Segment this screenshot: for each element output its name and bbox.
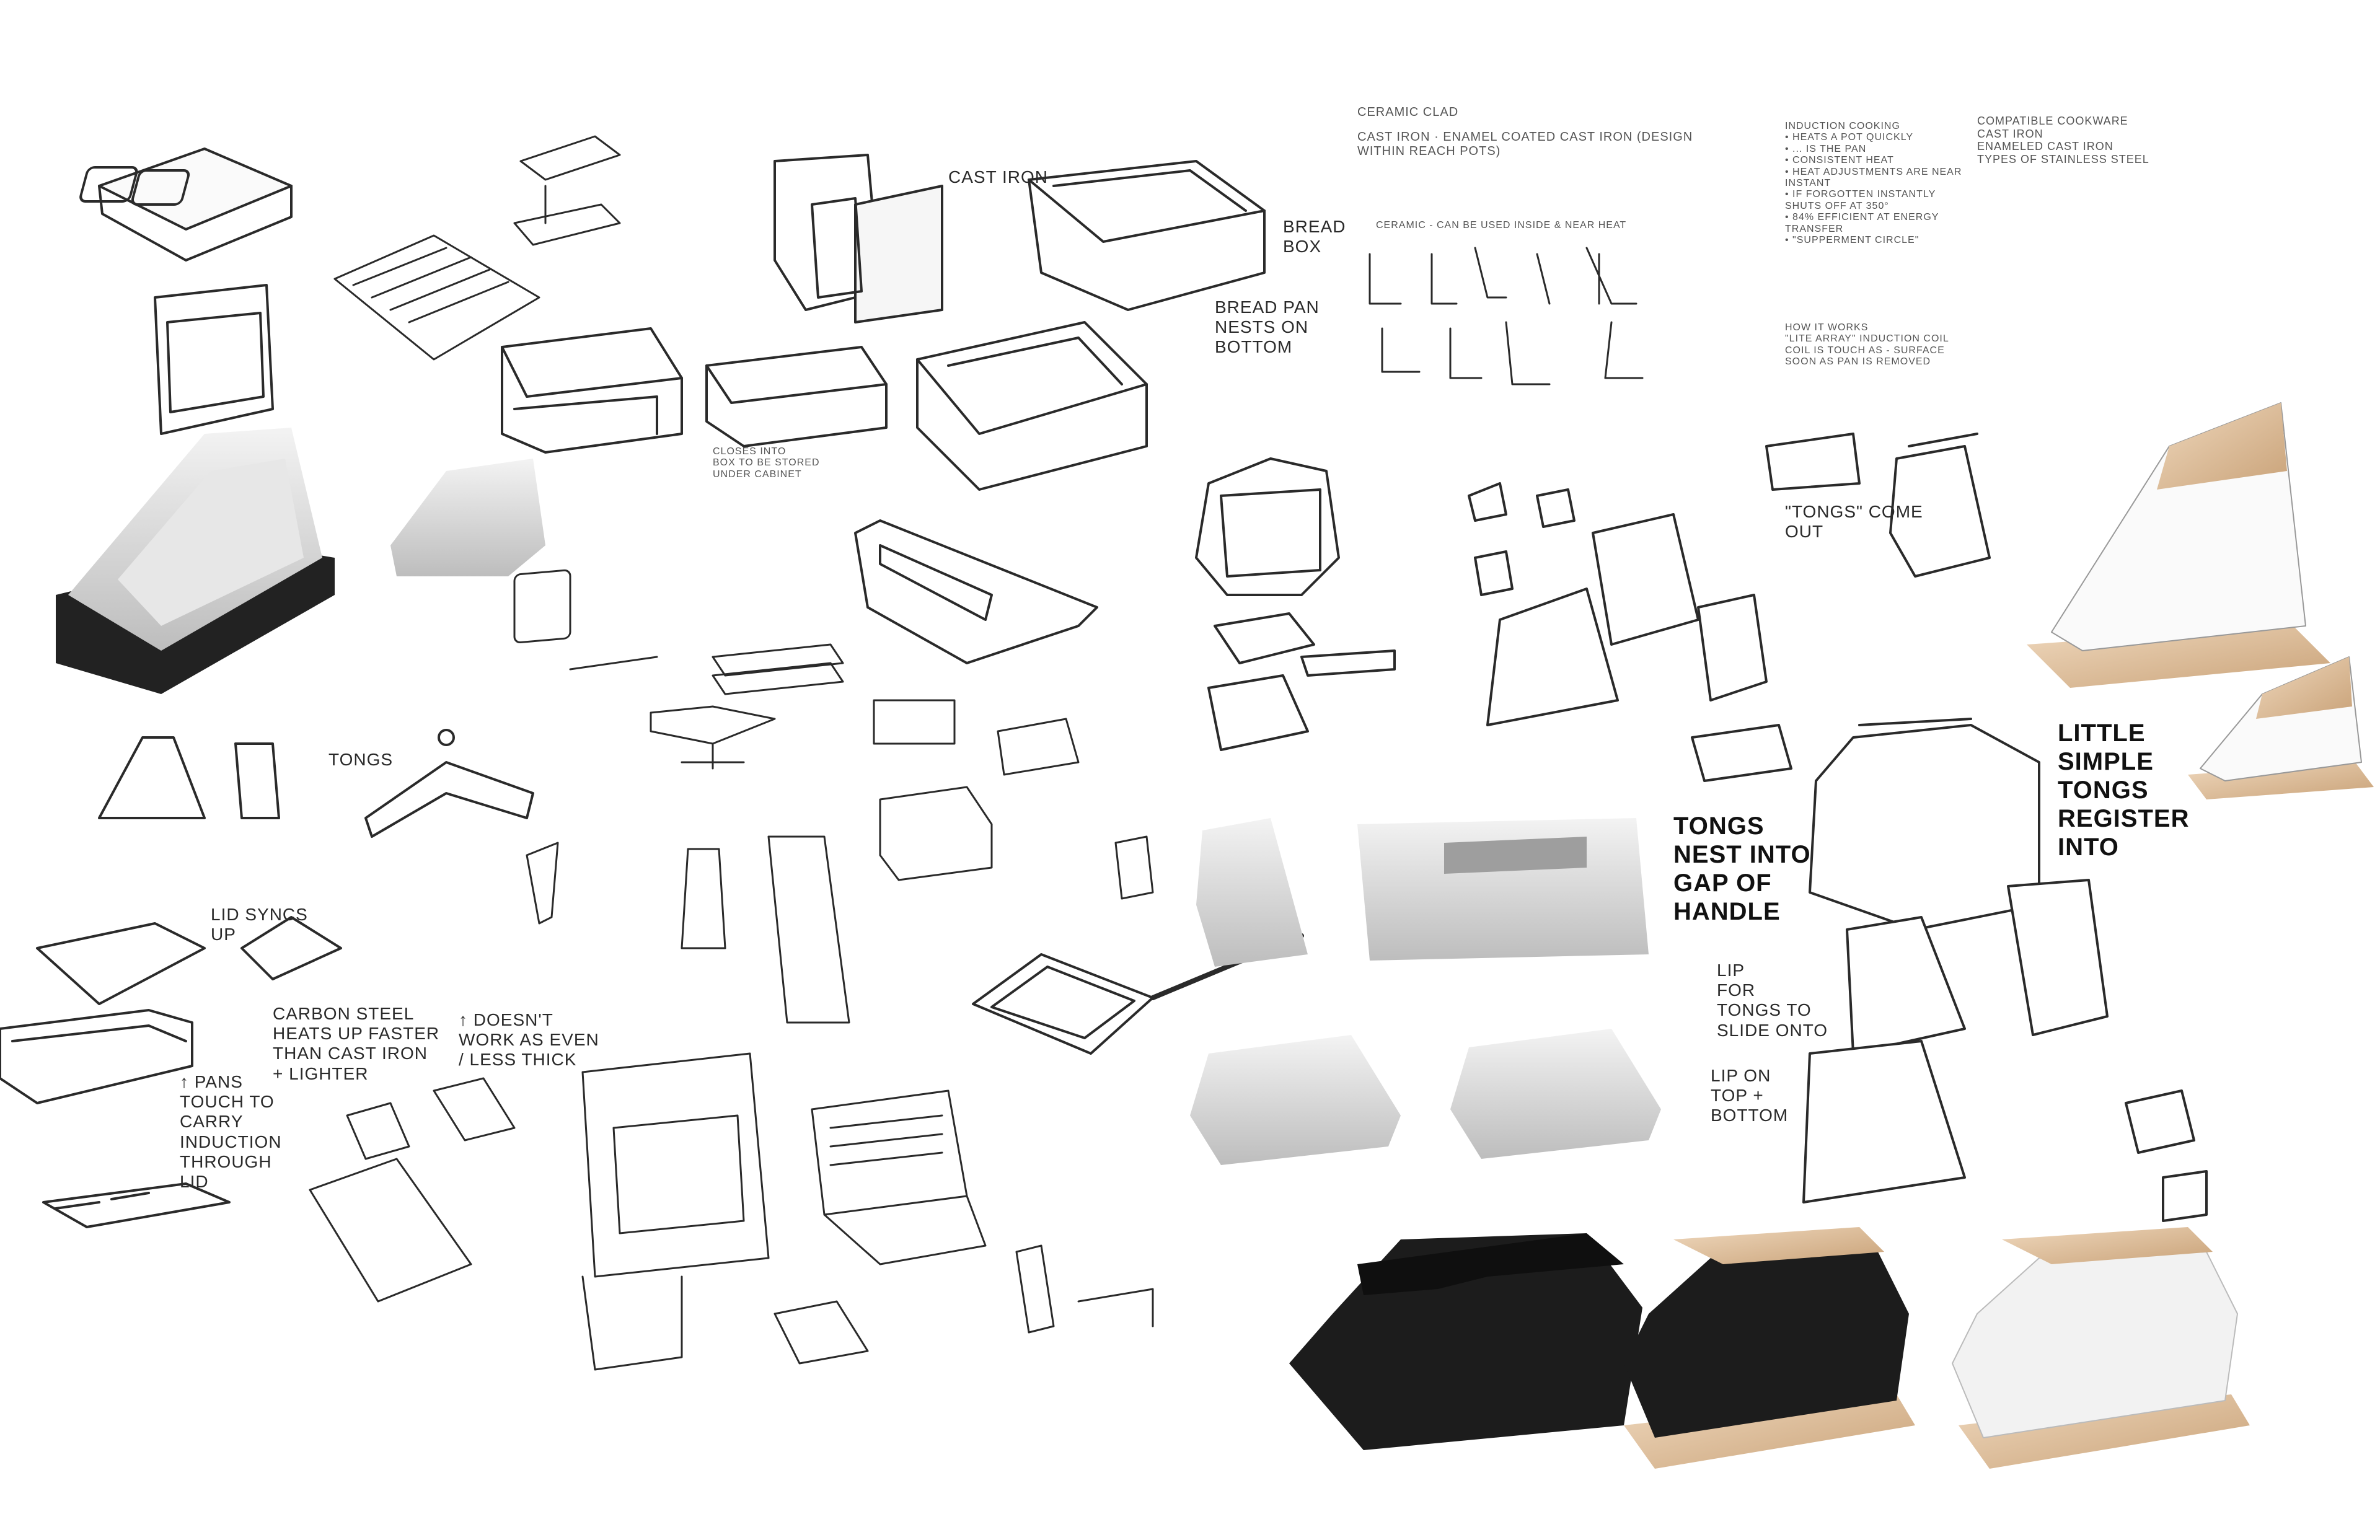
- note-ceramic-clad: CERAMIC CLAD: [1357, 105, 1459, 119]
- rack-sketch: [333, 135, 621, 361]
- note-tongs-nest: TONGS NEST INTO GAP OF HANDLE: [1673, 812, 1811, 925]
- grey-box-render-right: [1450, 1029, 1661, 1159]
- note-lip-for-tongs: LIP FOR TONGS TO SLIDE ONTO: [1717, 961, 1828, 1040]
- knife-sketch: [526, 835, 850, 1024]
- triangle-render-wood-large: [2027, 402, 2330, 688]
- final-render-black: [1289, 1233, 1642, 1450]
- grey-box-render-left: [1190, 1035, 1401, 1165]
- cast-iron-toaster-sketch: [774, 154, 943, 323]
- small-stand-render: [390, 459, 545, 576]
- handled-toaster-sketch-1: [1195, 457, 1396, 751]
- handled-toaster-sketch-2: [1468, 482, 1768, 726]
- tray-box-sketch: [916, 321, 1148, 491]
- note-tongs-come-out: "TONGS" COME OUT: [1785, 502, 1923, 542]
- tongs-come-out-sketch: [1765, 433, 1991, 578]
- note-ceramic-line: CERAMIC - CAN BE USED INSIDE & NEAR HEAT: [1376, 220, 1627, 231]
- note-cast-iron-list: CAST IRON · ENAMEL COATED CAST IRON (DES…: [1357, 130, 1693, 158]
- triangle-render-wood-small: [2188, 656, 2374, 799]
- cutting-board-sketch: [309, 1077, 516, 1303]
- note-tongs: TONGS: [328, 750, 394, 769]
- bracket-sketches: [1368, 247, 1644, 385]
- note-little-simple: LITTLE SIMPLE TONGS REGISTER INTO: [2058, 719, 2190, 861]
- final-render-black-wood: [1624, 1227, 1915, 1469]
- trapezoid-sketch: [98, 729, 534, 838]
- note-compatible: COMPATIBLE COOKWARE CAST IRON ENAMELED C…: [1977, 115, 2149, 166]
- toaster-slot-sketch: [154, 284, 274, 435]
- simple-tongs-sketch: [1691, 718, 2208, 1222]
- grey-wedge-render: [1196, 818, 1308, 967]
- note-pans: ↑ PANS TOUCH TO CARRY INDUCTION THROUGH …: [180, 1072, 282, 1191]
- note-closes-into: CLOSES INTO BOX TO BE STORED UNDER CABIN…: [713, 446, 820, 480]
- toaster-top-sketch: [79, 147, 293, 262]
- wedge-sketch: [854, 519, 1098, 664]
- note-doesnt: ↑ DOESN'T WORK AS EVEN / LESS THICK: [459, 1010, 599, 1070]
- pan-handle-sketch: [972, 933, 1304, 1055]
- note-bread-pan: BREAD PAN NESTS ON BOTTOM: [1215, 297, 1320, 357]
- oven-sketch: [581, 1052, 1154, 1371]
- grey-toaster-render-front: [1357, 818, 1649, 961]
- small-toaster-sketch: [513, 569, 1080, 776]
- final-render-white-wood: [1952, 1227, 2250, 1469]
- pan-sketch: [0, 916, 342, 1228]
- note-carbon-steel: CARBON STEEL HEATS UP FASTER THAN CAST I…: [273, 1004, 440, 1083]
- long-toaster-sketch: [879, 786, 1154, 900]
- note-lid-syncs: LID SYNCS UP: [211, 905, 308, 944]
- note-bread-box: BREAD BOX: [1283, 217, 1346, 257]
- triangle-toaster-render-black: [56, 428, 335, 694]
- bread-box-sketch: [1028, 160, 1266, 311]
- note-cast-iron: CAST IRON: [948, 167, 1048, 187]
- note-how-it-works: HOW IT WORKS "LITE ARRAY" INDUCTION COIL…: [1785, 322, 1949, 367]
- note-induction: INDUCTION COOKING • HEATS A POT QUICKLY …: [1785, 121, 1962, 245]
- open-box-sketch: [501, 327, 888, 454]
- note-lip-on-top: LIP ON TOP + BOTTOM: [1711, 1066, 1789, 1125]
